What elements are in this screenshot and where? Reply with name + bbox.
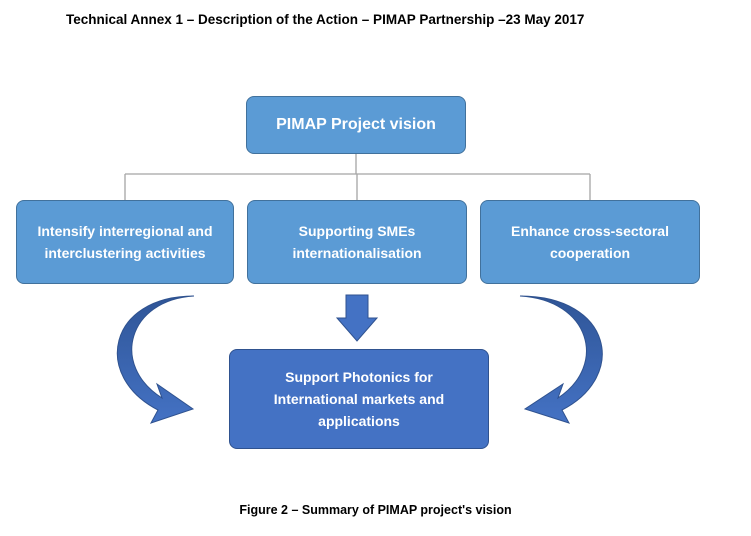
down-arrow-icon: [335, 294, 379, 342]
figure-caption: Figure 2 – Summary of PIMAP project's vi…: [239, 503, 512, 517]
cross-sectoral-cooperation-box: Enhance cross-sectoral cooperation: [480, 200, 700, 284]
curved-arrow-right-icon: [519, 295, 603, 424]
project-vision-box: PIMAP Project vision: [246, 96, 466, 154]
sme-internationalisation-box: Supporting SMEs internationalisation: [247, 200, 467, 284]
document-header: Technical Annex 1 – Description of the A…: [66, 12, 585, 27]
photonics-goal-box: Support Photonics for International mark…: [229, 349, 489, 449]
curved-arrow-left-icon: [116, 295, 195, 424]
hierarchy-connector: [124, 154, 591, 200]
interregional-activities-box: Intensify interregional and intercluster…: [16, 200, 234, 284]
